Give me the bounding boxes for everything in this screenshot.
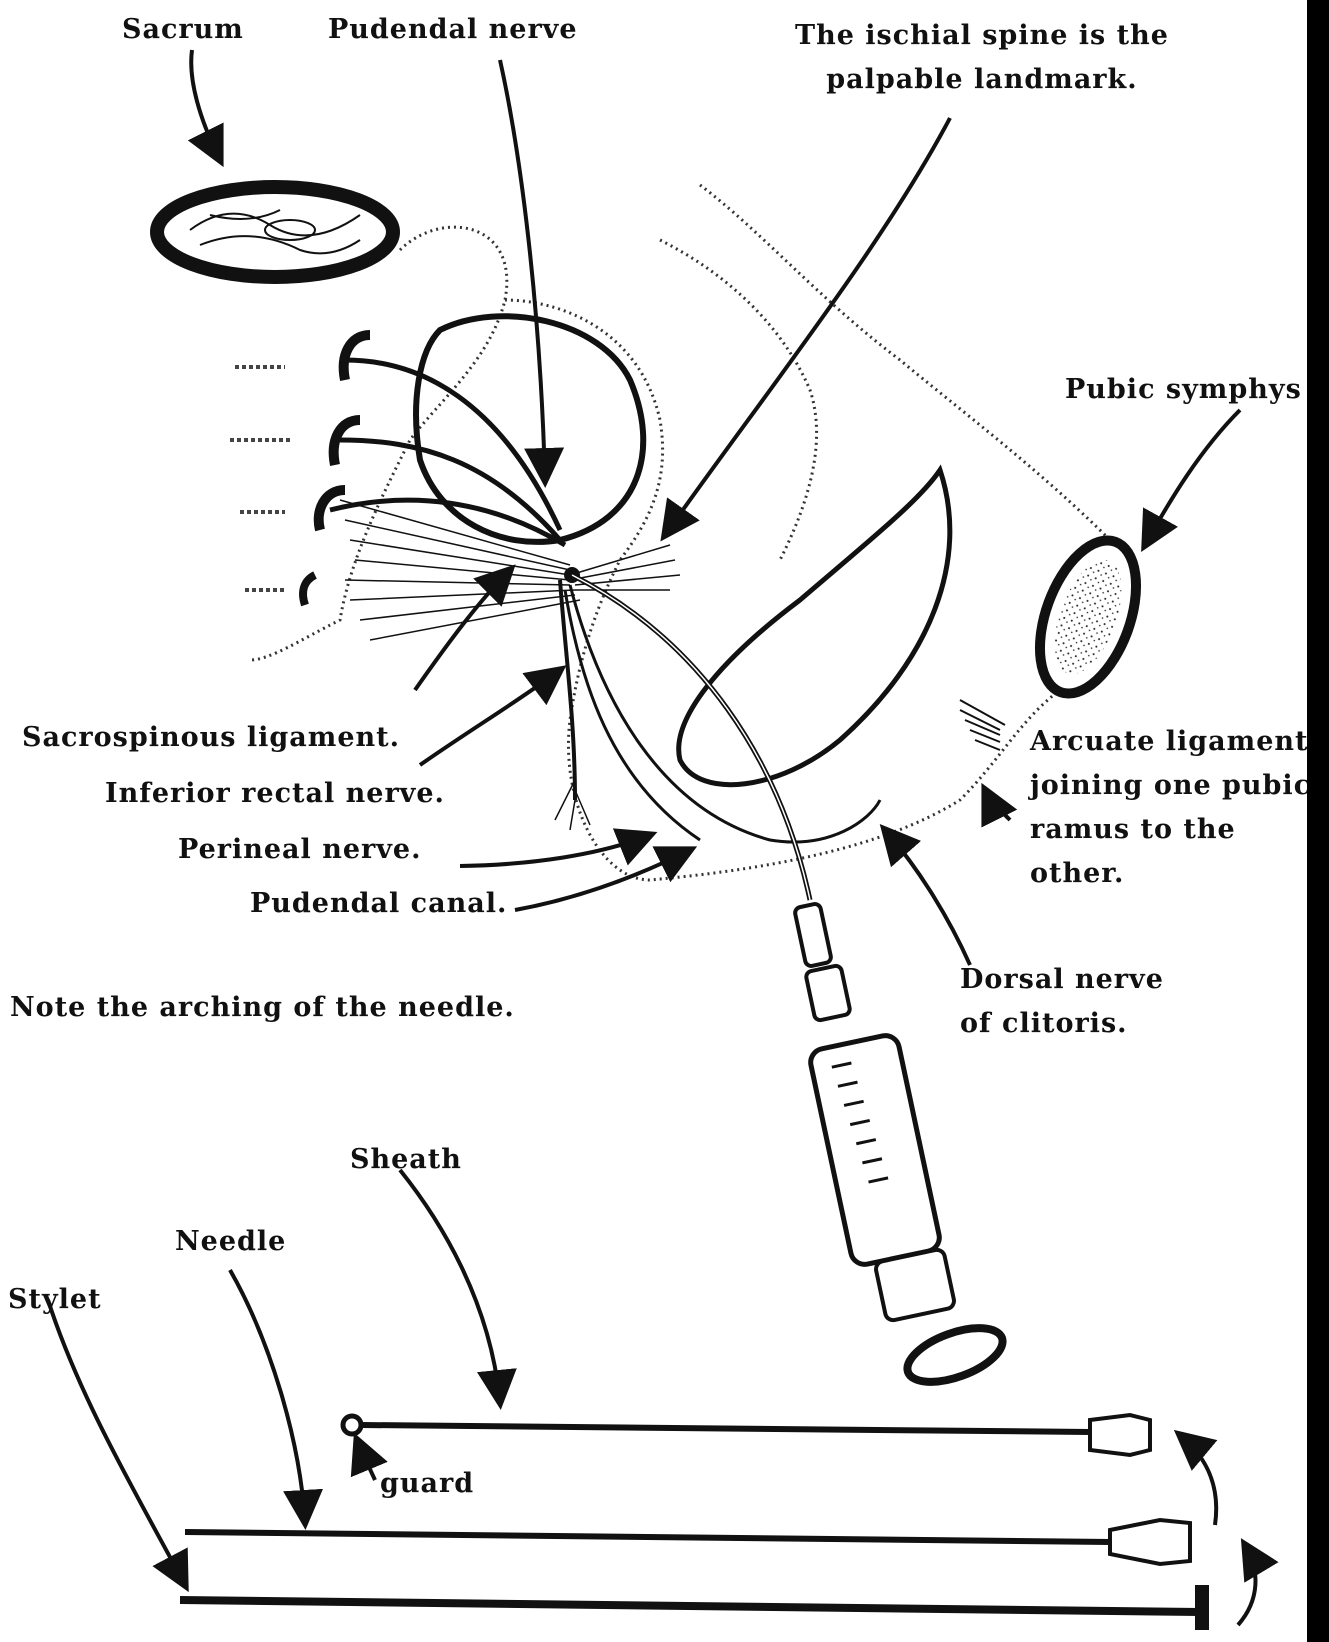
label-arcuate-ligament: Arcuate ligament joining one pubic ramus… (1030, 720, 1311, 896)
label-arcuate-line3: ramus to the (1030, 808, 1311, 852)
label-guard: guard (380, 1462, 474, 1506)
label-dorsal-nerve: Dorsal nerve of clitoris. (960, 958, 1164, 1046)
sacrum-shape (157, 187, 393, 277)
label-arcuate-line2: joining one pubic (1030, 764, 1311, 808)
label-sacrospinous-ligament: Sacrospinous ligament. (22, 716, 400, 760)
label-needle: Needle (175, 1220, 286, 1264)
label-note-needle-arching: Note the arching of the needle. (10, 986, 515, 1030)
label-dorsal-line2: of clitoris. (960, 1002, 1164, 1046)
label-perineal-nerve: Perineal nerve. (178, 828, 422, 872)
label-pudendal-nerve: Pudendal nerve (328, 8, 578, 52)
pudendal-nerve-branches (555, 580, 880, 842)
label-stylet: Stylet (8, 1278, 102, 1322)
label-inferior-rectal-nerve: Inferior rectal nerve. (105, 772, 445, 816)
label-dorsal-line1: Dorsal nerve (960, 958, 1164, 1002)
label-sheath: Sheath (350, 1138, 462, 1182)
label-ischial-spine-line1: The ischial spine is the (795, 14, 1169, 58)
label-arcuate-line4: other. (1030, 852, 1311, 896)
label-ischial-spine: The ischial spine is the palpable landma… (795, 14, 1169, 102)
label-arcuate-line1: Arcuate ligament (1030, 720, 1311, 764)
instruments (180, 1415, 1209, 1630)
needle-and-syringe (572, 575, 1010, 1393)
page-edge-bar (1307, 0, 1329, 1642)
label-sacrum: Sacrum (122, 8, 244, 52)
label-pubic-symphysis: Pubic symphys (1065, 368, 1302, 412)
label-ischial-spine-line2: palpable landmark. (795, 58, 1169, 102)
label-pudendal-canal: Pudendal canal. (250, 882, 507, 926)
